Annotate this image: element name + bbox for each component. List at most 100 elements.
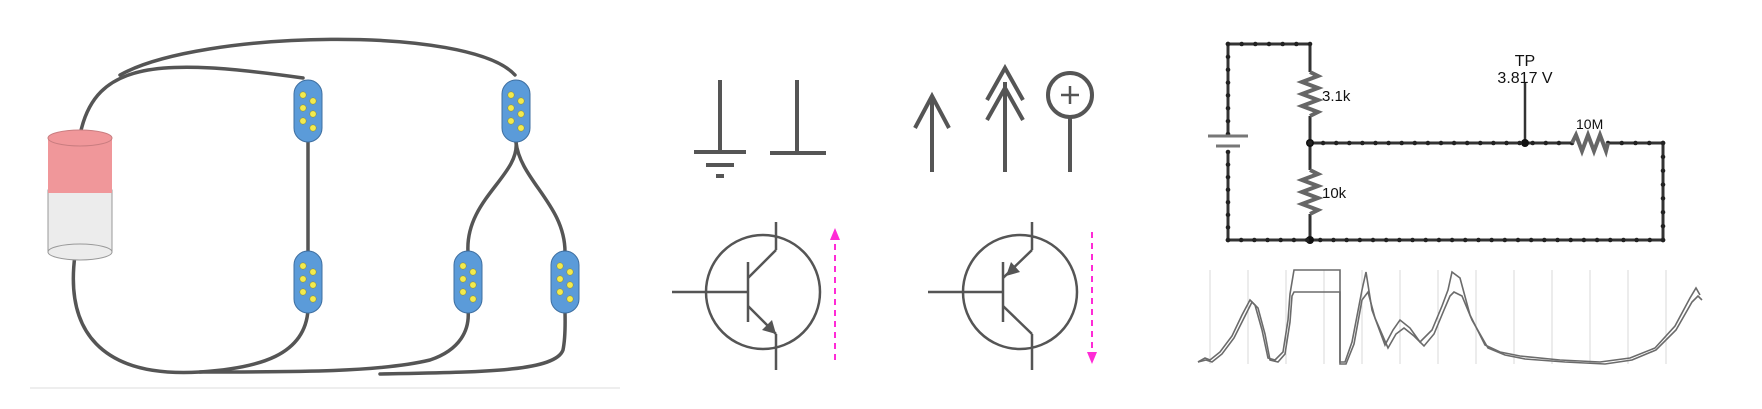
node-capsule [453, 250, 483, 314]
wire-current-dot [1542, 237, 1547, 243]
wire-current-dot [1225, 225, 1231, 230]
wire-current-dot [1543, 140, 1549, 146]
wire-current-dot [1225, 237, 1231, 243]
node-pin [299, 262, 307, 270]
node-pin [309, 281, 317, 289]
node-pin [309, 295, 317, 303]
wire-current-dot [1621, 237, 1626, 243]
wire-current-dot [1252, 237, 1257, 243]
double-arrow-head-1 [985, 63, 1025, 101]
resistor-bottom-zigzag [1296, 168, 1324, 216]
battery-positive-half [48, 138, 112, 193]
wire-current-dot [1370, 237, 1376, 243]
battery-top-cap [47, 129, 113, 147]
wire-current-dot [1320, 140, 1326, 146]
earth-ground-symbol [694, 80, 746, 178]
wire-current-dot [1253, 41, 1258, 47]
battery-base-cap [47, 243, 113, 261]
scope-trace-panel [1197, 269, 1703, 365]
wire-current-dot [1307, 140, 1313, 146]
wire-current-dot [1225, 174, 1231, 180]
wire-set [71, 37, 567, 376]
probe-voltage-readout: 3.817 V [1497, 70, 1552, 87]
wire-current-dot [1425, 140, 1431, 146]
wire-current-dot [1555, 237, 1560, 243]
wire-current-dot [1607, 237, 1613, 243]
node-pin [299, 288, 307, 296]
scope-trace-1 [1197, 269, 1701, 363]
wire-bottom-run-middle [198, 308, 470, 374]
node-pin [566, 281, 574, 289]
wire-current-dot [1436, 237, 1442, 243]
wire-current-dot [1225, 67, 1231, 73]
wire-current-dot [1410, 237, 1415, 243]
resistor-top-zigzag [1296, 70, 1324, 118]
npn-transistor-symbol [672, 222, 822, 370]
wire-current-dot [1225, 93, 1231, 98]
battery-cell [47, 129, 113, 261]
node-pin [517, 124, 525, 132]
supply-arrow-head [913, 91, 951, 129]
common-ground-symbol [770, 80, 826, 155]
node-pin [459, 288, 467, 296]
pnp-current-arrowhead [1087, 352, 1097, 364]
wire-current-dot [1568, 237, 1574, 243]
wire-current-dot [1660, 154, 1666, 160]
junction-node-bottom-left [293, 250, 323, 314]
wire-current-dot [1304, 237, 1310, 243]
wire-current-dot [1462, 237, 1468, 243]
node-pin [469, 295, 477, 303]
wire-current-dot [1344, 237, 1349, 243]
wire-current-dot [1280, 41, 1285, 47]
wire-current-dot [1317, 237, 1323, 243]
pnp-transistor-symbol [928, 222, 1079, 370]
node-pin [309, 110, 317, 118]
double-arrow-head-2 [985, 83, 1025, 121]
wire-current-dot [1225, 54, 1231, 60]
node-pin [556, 275, 564, 283]
node-capsule [293, 250, 323, 314]
node-pin [556, 288, 564, 296]
node-pin [517, 97, 525, 105]
pnp-current-direction-arrow [1087, 232, 1097, 364]
wire-current-dot [1556, 140, 1562, 146]
node-pin [299, 104, 307, 112]
junction-node-bottom-right [550, 250, 580, 314]
wire-current-dot [1634, 237, 1639, 243]
wire-current-dot [1373, 140, 1378, 146]
wire-current-dot [1397, 237, 1402, 243]
probe-node-dot [1521, 139, 1529, 147]
node-capsule [501, 79, 531, 143]
node-pin [566, 268, 574, 276]
wire-current-dot [1660, 196, 1666, 201]
node-pin [309, 268, 317, 276]
wire-current-dot [1399, 140, 1404, 146]
wire-current-dot [1476, 237, 1481, 243]
pnp-collector-diagonal [1002, 305, 1033, 335]
wire-current-dot [1331, 237, 1336, 243]
wire-current-dot [1386, 140, 1391, 146]
wire-current-dot [1449, 237, 1455, 243]
node-pin [517, 110, 525, 118]
wire-current-dot [1647, 237, 1653, 243]
voltage-source-terminal-symbol [1046, 71, 1094, 172]
battery-negative-half [47, 189, 113, 253]
wire-current-dot [1515, 237, 1521, 243]
wire-current-dot [1660, 209, 1666, 215]
battery-symbol [1208, 134, 1248, 148]
wire-current-dot [1225, 105, 1231, 111]
scope-waveforms [1197, 269, 1703, 365]
node-capsule [293, 79, 323, 143]
node-pin [469, 281, 477, 289]
node-pin [469, 268, 477, 276]
npn-collector-diagonal [747, 249, 777, 279]
wire-current-dot [1594, 237, 1600, 243]
wire-current-dot [1660, 237, 1666, 243]
wire-current-dot [1225, 212, 1231, 218]
node-pin [566, 295, 574, 303]
wire-current-dot [1265, 237, 1270, 243]
wire-current-dot [1347, 140, 1352, 146]
supply-rail-arrow-symbol [913, 91, 951, 172]
wire-current-dot [1646, 140, 1652, 146]
